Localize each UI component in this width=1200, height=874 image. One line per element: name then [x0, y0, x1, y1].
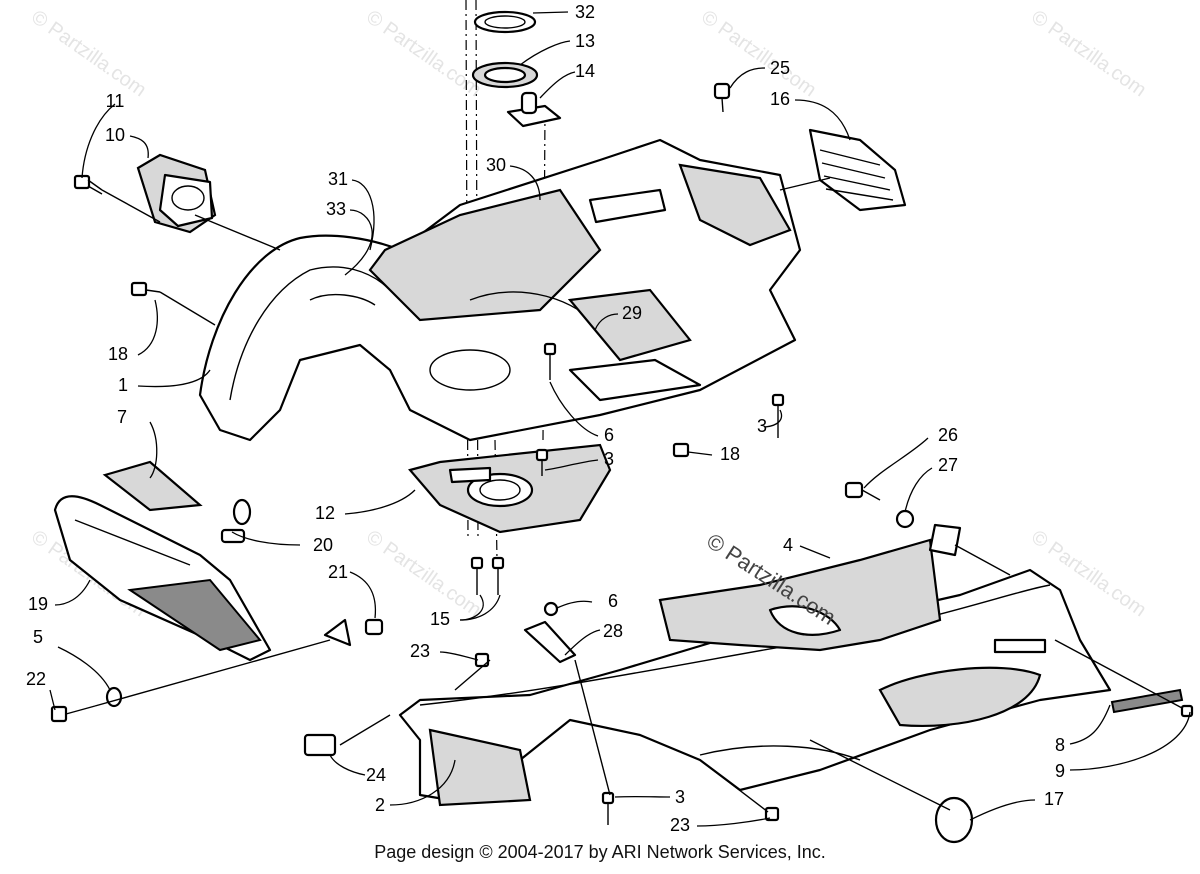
callout-24: 24: [366, 765, 386, 785]
watermark: © Partzilla.com: [362, 526, 485, 621]
callout-29: 29: [622, 303, 642, 323]
reflector-8: [1110, 688, 1184, 714]
clip-24: [303, 733, 337, 757]
foam-insulation-4: [658, 538, 942, 652]
plug-17: [934, 796, 974, 844]
screw-9: [1180, 704, 1194, 718]
callout-32: 32: [575, 2, 595, 22]
screw-18: [130, 281, 161, 297]
callout-18: 18: [720, 444, 740, 464]
callout-8: 8: [1055, 735, 1065, 755]
screw-18: [672, 442, 690, 458]
callout-18: 18: [108, 344, 128, 364]
callout-23: 23: [670, 815, 690, 835]
callout-15: 15: [430, 609, 450, 629]
callout-23: 23: [410, 641, 430, 661]
callout-6: 6: [604, 425, 614, 445]
callout-9: 9: [1055, 761, 1065, 781]
callout-13: 13: [575, 31, 595, 51]
screw-23: [764, 806, 780, 822]
callout-12: 12: [315, 503, 335, 523]
rivet-3: [771, 393, 785, 438]
washer-27: [895, 509, 915, 529]
callout-33: 33: [326, 199, 346, 219]
washer-6: [543, 601, 559, 617]
spring-nut-21: [323, 618, 384, 647]
pad-7: [102, 460, 203, 512]
callout-3: 3: [675, 787, 685, 807]
belly-pan-1: [198, 138, 802, 442]
rivet-6: [543, 342, 557, 380]
callout-27: 27: [938, 455, 958, 475]
strap-28: [523, 620, 577, 664]
callout-7: 7: [117, 407, 127, 427]
callout-16: 16: [770, 89, 790, 109]
latch-bracket: [928, 523, 962, 557]
air-horn-10: [136, 153, 217, 234]
callout-28: 28: [603, 621, 623, 641]
clip-20: [220, 498, 252, 544]
callout-5: 5: [33, 627, 43, 647]
callout-22: 22: [26, 669, 46, 689]
vent-grille-16: [808, 128, 907, 212]
callout-6: 6: [608, 591, 618, 611]
flange-14: [506, 91, 562, 128]
callout-21: 21: [328, 562, 348, 582]
callout-4: 4: [783, 535, 793, 555]
rivet-3: [535, 448, 549, 476]
side-trim-19: [53, 495, 272, 662]
footer-copyright: Page design © 2004-2017 by ARI Network S…: [374, 842, 826, 862]
callouts: 32 13 14 25 16 11 10 31 30 33 29 18 1 6 …: [26, 2, 1065, 835]
gasket-13: [471, 61, 539, 89]
callout-30: 30: [486, 155, 506, 175]
callout-31: 31: [328, 169, 348, 189]
callout-19: 19: [28, 594, 48, 614]
screw-25: [713, 82, 731, 113]
bolt-22: [50, 705, 96, 723]
callout-25: 25: [770, 58, 790, 78]
callout-17: 17: [1044, 789, 1064, 809]
cover-plate-12: [408, 443, 612, 534]
bolt-11: [73, 174, 103, 195]
watermark: © Partzilla.com: [27, 6, 150, 101]
rivet-3: [601, 791, 615, 825]
side-panel-2: [398, 568, 1112, 807]
bolts-15: [470, 556, 505, 595]
leader-lines: [49, 11, 1191, 827]
watermark: © Partzilla.com: [1027, 6, 1150, 101]
callout-20: 20: [313, 535, 333, 555]
callout-14: 14: [575, 61, 595, 81]
callout-3: 3: [604, 449, 614, 469]
callout-11: 11: [106, 91, 125, 111]
callout-1: 1: [118, 375, 128, 395]
seal-ring-32: [473, 10, 537, 34]
callout-10: 10: [105, 125, 125, 145]
callout-26: 26: [938, 425, 958, 445]
bolt-26: [844, 481, 881, 501]
callout-2: 2: [375, 795, 385, 815]
washer-5: [105, 686, 123, 708]
callout-3: 3: [757, 416, 767, 436]
